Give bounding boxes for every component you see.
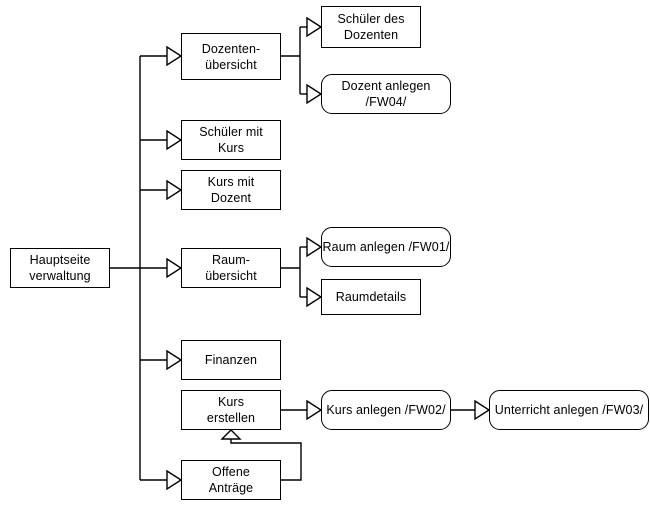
arrowhead-dozent-anlegen [306,83,323,105]
arrowhead-raumdetails [306,286,323,308]
node-unterricht-anlegen-fw03[interactable]: Unterricht anlegen /FW03/ [489,390,649,430]
node-raumdetails[interactable]: Raumdetails [321,279,421,315]
node-schueler-des-dozenten[interactable]: Schüler des Dozenten [321,6,421,48]
node-label: Schüler mit Kurs [199,125,263,155]
arrowhead-finanzen [166,349,183,371]
node-raum-uebersicht[interactable]: Raum- übersicht [181,248,281,288]
node-label: Raum anlegen /FW01/ [322,240,450,254]
node-kurs-mit-dozent[interactable]: Kurs mit Dozent [181,170,281,210]
node-label: Kurs mit Dozent [207,175,255,205]
node-label: Offene Anträge [208,465,254,495]
node-label: Dozenten- übersicht [201,41,261,72]
node-label: Unterricht anlegen /FW03/ [494,403,644,417]
node-label: Raum- übersicht [205,253,257,283]
node-dozenten-uebersicht[interactable]: Dozenten- übersicht [181,33,281,80]
node-kurs-erstellen[interactable]: Kurs erstellen [181,390,281,430]
arrowhead-dozentenuebersicht [166,45,183,67]
arrowhead-offene-antraege [166,469,183,491]
node-label: Hauptseite verwaltung [29,253,91,283]
node-label: Schüler des Dozenten [337,12,405,42]
arrowhead-raum-anlegen [306,236,323,258]
arrowhead-kurs-mit-dozent [166,179,183,201]
arrowhead-unterricht-anlegen [474,399,491,421]
node-offene-antraege[interactable]: Offene Anträge [181,460,281,500]
arrowhead-schueler-mit-kurs [166,129,183,151]
node-label: Kurs erstellen [206,395,256,425]
edge-dozentenuebersicht-subtrunk [281,27,301,94]
arrowhead-raumuebersicht [166,257,183,279]
node-kurs-anlegen-fw02[interactable]: Kurs anlegen /FW02/ [321,390,451,430]
node-label: Raumdetails [335,290,407,304]
node-label: Finanzen [204,353,258,367]
node-hauptseite-verwaltung[interactable]: Hauptseite verwaltung [10,248,110,288]
arrowhead-kurs-anlegen [306,399,323,421]
node-finanzen[interactable]: Finanzen [181,340,281,380]
node-raum-anlegen-fw01[interactable]: Raum anlegen /FW01/ [321,227,451,267]
node-dozent-anlegen-fw04[interactable]: Dozent anlegen /FW04/ [321,74,451,114]
edge-raumuebersicht-subtrunk [281,247,301,297]
node-label: Kurs anlegen /FW02/ [326,403,446,417]
arrowhead-kurs-erstellen-from-offene-antraege [220,429,242,440]
node-label: Dozent anlegen /FW04/ [341,79,431,109]
node-schueler-mit-kurs[interactable]: Schüler mit Kurs [181,120,281,160]
arrowhead-schueler-des-dozenten [306,16,323,38]
